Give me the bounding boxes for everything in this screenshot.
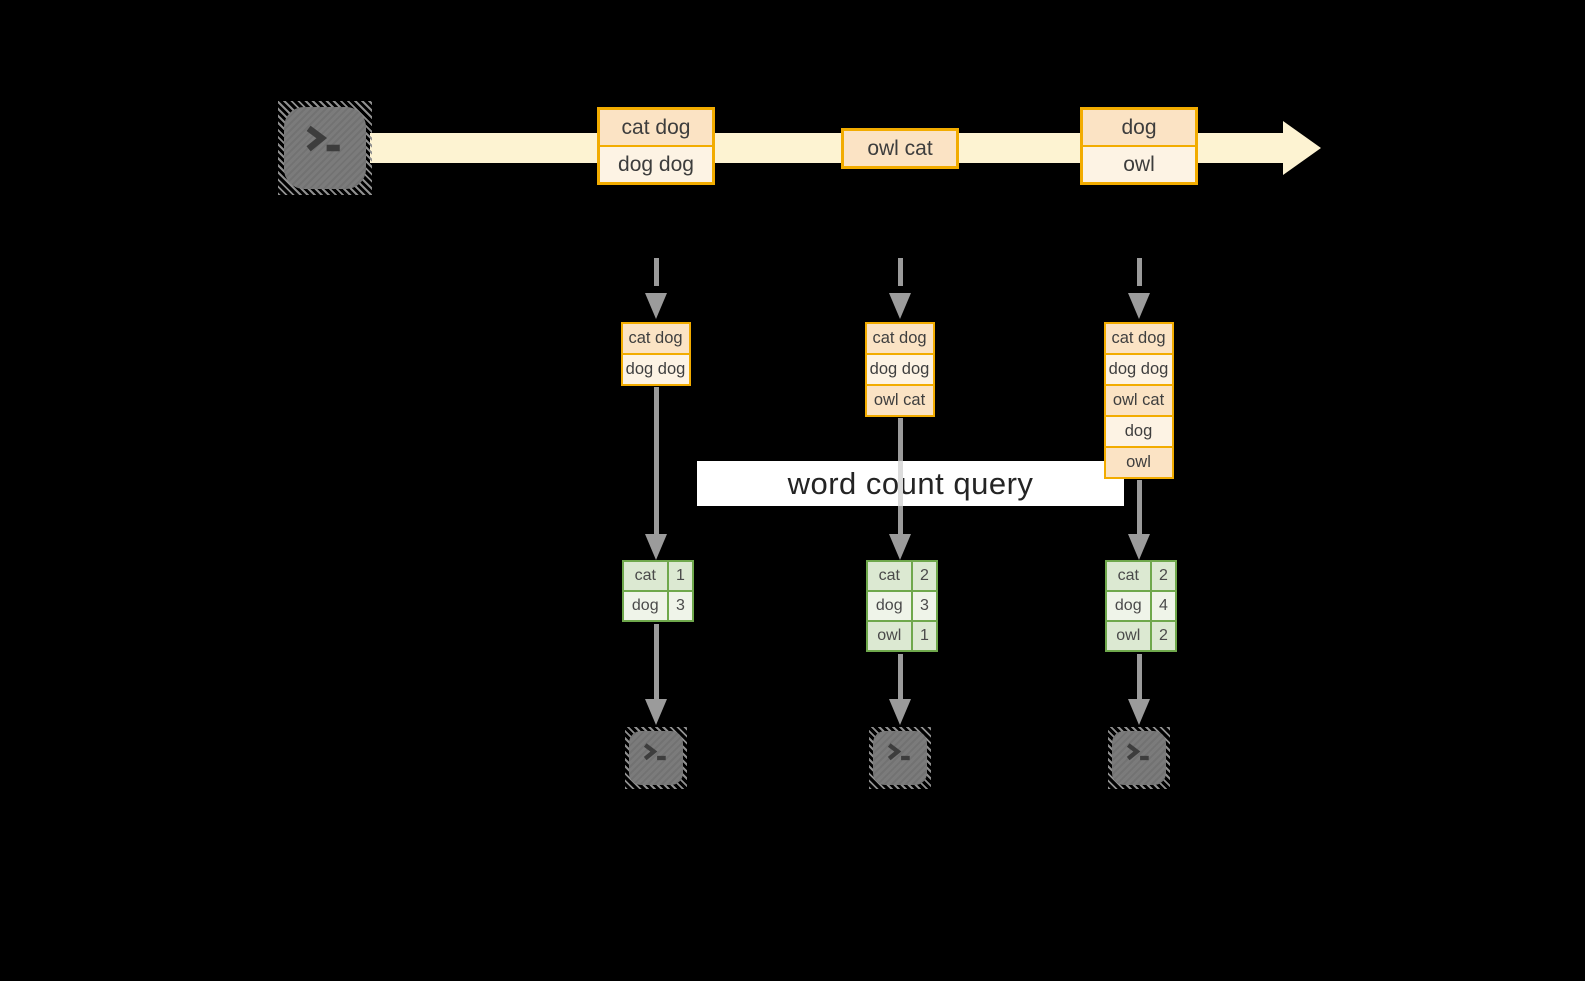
timeline-message-1: cat dog dog dog: [597, 107, 715, 185]
terminal-prompt-icon: [306, 125, 340, 152]
terminal-body: [629, 731, 683, 785]
sink-terminal-icon: [625, 727, 687, 789]
table-row: dog 3: [623, 590, 693, 620]
table-row: owl 1: [867, 620, 937, 650]
table-row: cat 2: [1106, 562, 1176, 590]
word-count-table-3: cat 2 dog 4 owl 2: [1104, 560, 1178, 652]
table-row: cat 1: [623, 562, 693, 590]
count-value-cell: 1: [912, 622, 937, 650]
buffer-row: dog dog: [1105, 353, 1172, 384]
word-count-table-2: cat 2 dog 3 owl 1: [865, 560, 939, 652]
terminal-prompt-icon: [643, 743, 666, 761]
arrow-line: [653, 624, 659, 701]
buffer-row: owl cat: [1105, 384, 1172, 415]
sink-terminal-icon: [869, 727, 931, 789]
dashed-arrow-segment: [1136, 258, 1142, 286]
terminal-body: [284, 107, 366, 189]
arrow-line: [897, 654, 903, 701]
down-arrowhead-icon: [645, 534, 667, 560]
count-word-cell: owl: [867, 622, 913, 650]
count-word-cell: cat: [623, 562, 669, 590]
down-arrowhead-icon: [645, 293, 667, 319]
count-word-cell: dog: [1106, 592, 1152, 620]
count-value-cell: 3: [668, 592, 693, 620]
terminal-prompt-icon: [887, 743, 910, 761]
timeline-message-3: dog owl: [1080, 107, 1198, 185]
buffer-stack-2: cat dog dog dog owl cat: [864, 322, 935, 417]
count-value-cell: 3: [912, 592, 937, 620]
buffer-row: dog dog: [866, 353, 933, 384]
count-value-cell: 2: [1151, 622, 1176, 650]
down-arrowhead-icon: [1128, 699, 1150, 725]
terminal-body: [873, 731, 927, 785]
timeline-message-row: owl: [1083, 145, 1195, 182]
count-value-cell: 2: [912, 562, 937, 590]
buffer-row: cat dog: [1105, 324, 1172, 353]
timeline-message-row: owl cat: [844, 131, 956, 166]
buffer-row: cat dog: [866, 324, 933, 353]
query-banner: word count query: [697, 461, 1124, 506]
buffer-stack-3: cat dog dog dog owl cat dog owl: [1103, 322, 1174, 479]
stream-band-arrowhead-icon: [1283, 121, 1321, 175]
dashed-arrow-segment: [897, 258, 903, 286]
table-row: owl 2: [1106, 620, 1176, 650]
buffer-row: dog: [1105, 415, 1172, 446]
timeline-message-row: cat dog: [600, 110, 712, 145]
down-arrowhead-icon: [889, 699, 911, 725]
terminal-prompt-icon: [1126, 743, 1149, 761]
timeline-message-2: owl cat: [841, 128, 959, 169]
arrow-line: [1136, 654, 1142, 701]
down-arrowhead-icon: [645, 699, 667, 725]
query-label: word count query: [787, 465, 1034, 501]
arrow-line: [653, 387, 659, 536]
sink-terminal-icon: [1108, 727, 1170, 789]
word-count-table-1: cat 1 dog 3: [621, 560, 695, 622]
dashed-arrow-segment: [653, 258, 659, 286]
table-row: cat 2: [867, 562, 937, 590]
terminal-body: [1112, 731, 1166, 785]
count-word-cell: owl: [1106, 622, 1152, 650]
buffer-stack-1: cat dog dog dog: [620, 322, 691, 386]
buffer-row: cat dog: [622, 324, 689, 353]
count-value-cell: 4: [1151, 592, 1176, 620]
table-row: dog 3: [867, 590, 937, 620]
arrow-line-over-banner: [897, 461, 903, 506]
buffer-row: dog dog: [622, 353, 689, 384]
timeline-message-row: dog dog: [600, 145, 712, 182]
down-arrowhead-icon: [889, 293, 911, 319]
count-value-cell: 1: [668, 562, 693, 590]
count-word-cell: cat: [1106, 562, 1152, 590]
count-word-cell: dog: [867, 592, 913, 620]
down-arrowhead-icon: [1128, 293, 1150, 319]
count-word-cell: dog: [623, 592, 669, 620]
count-value-cell: 2: [1151, 562, 1176, 590]
down-arrowhead-icon: [889, 534, 911, 560]
count-word-cell: cat: [867, 562, 913, 590]
down-arrowhead-icon: [1128, 534, 1150, 560]
source-terminal-icon: [278, 101, 372, 195]
buffer-row: owl: [1105, 446, 1172, 477]
arrow-line: [1136, 480, 1142, 536]
buffer-row: owl cat: [866, 384, 933, 415]
table-row: dog 4: [1106, 590, 1176, 620]
timeline-message-row: dog: [1083, 110, 1195, 145]
